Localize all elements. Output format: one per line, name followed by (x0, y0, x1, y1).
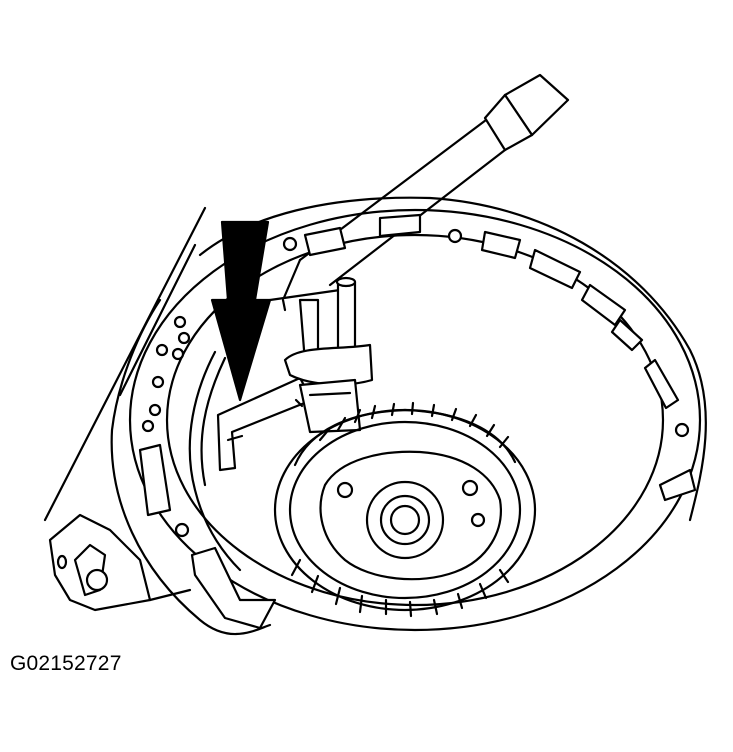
housing-flange (128, 208, 702, 632)
case-edge-line (43, 206, 207, 522)
carrier-hub (319, 450, 502, 581)
figure-id-label: G02152727 (10, 652, 122, 675)
housing-outer-edge-2 (110, 298, 272, 636)
clutch-drum (273, 408, 537, 612)
flange-holes (141, 228, 690, 538)
clutch-drum-teeth (290, 401, 510, 618)
case-edge-line-lower (118, 243, 197, 397)
housing-outer-edge (198, 196, 707, 522)
inner-rim-left-2 (200, 356, 227, 487)
mounting-boss (48, 513, 192, 612)
tool-handle (281, 73, 570, 302)
direction-arrow (210, 220, 272, 402)
inner-rim-left (188, 350, 242, 572)
flange-slots (138, 213, 697, 630)
